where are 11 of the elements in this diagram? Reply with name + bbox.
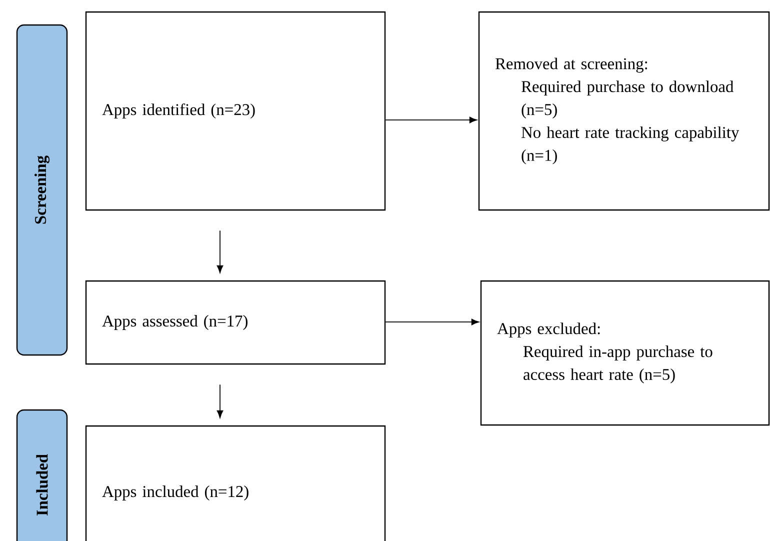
stage-label-band: Screening <box>16 24 68 356</box>
process-box: Apps identified (n=23) <box>85 11 386 211</box>
process-box: Apps assessed (n=17) <box>85 280 386 365</box>
exclusion-box: Apps excluded: Required in-app purchase to access heart rate (n=5) <box>480 280 770 426</box>
arrow <box>216 230 224 274</box>
exclusion-box: Removed at screening: Required purchase to download (n=5) No heart rate tracking capability (n=1) <box>478 11 770 211</box>
arrow <box>385 116 478 124</box>
arrow <box>216 384 224 418</box>
arrow <box>385 318 480 326</box>
process-box: Apps included (n=12) <box>85 425 386 541</box>
stage-label-band: Included <box>16 409 68 541</box>
